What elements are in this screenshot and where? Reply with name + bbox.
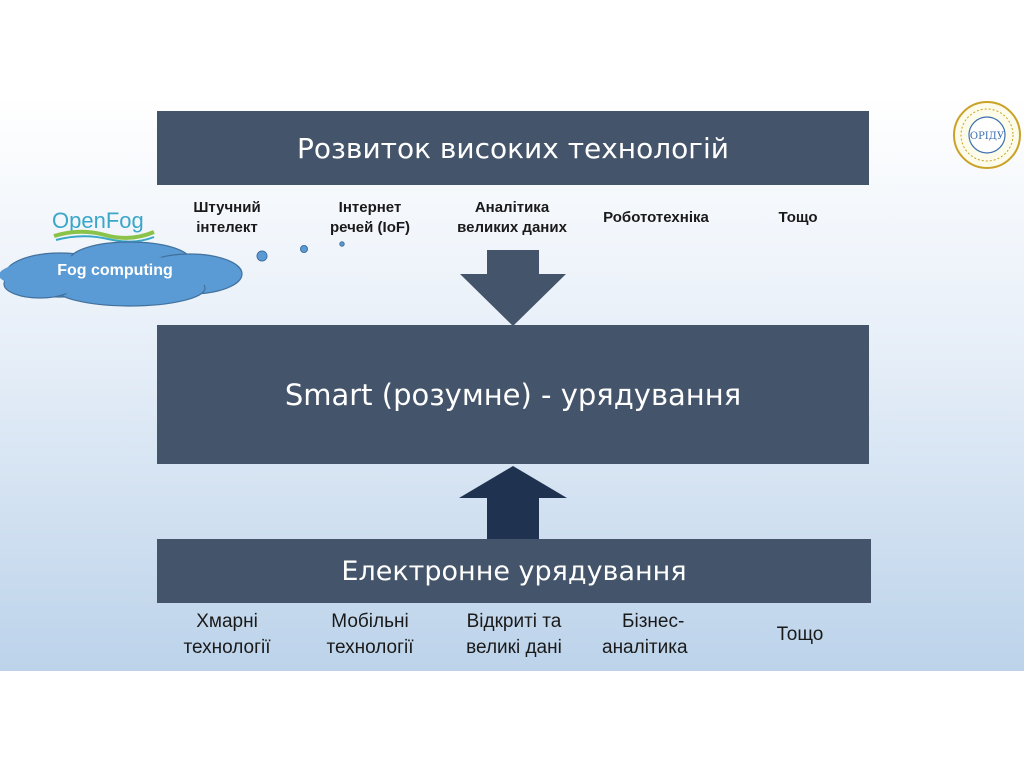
- smart-governance-title: Smart (розумне) - урядування: [284, 377, 742, 412]
- thought-bubble-large: [256, 250, 268, 262]
- top-item-etc: Тощо: [778, 209, 818, 226]
- thought-bubble-small: [339, 241, 345, 247]
- top-item-big-data-analytics: Аналітика великих даних: [457, 199, 567, 236]
- high-tech-development-title: Розвиток високих технологій: [297, 131, 729, 165]
- fog-computing-label: Fog computing: [57, 262, 173, 279]
- up-arrow: [459, 466, 567, 540]
- bottom-item-etc: Тощо: [776, 624, 824, 645]
- cloud-core: [0, 255, 219, 295]
- bottom-item-open-big-data: Відкриті та великі дані: [466, 611, 562, 658]
- e-governance-box: Електронне урядування: [157, 539, 871, 603]
- bottom-item-business-analytics: Бізнес- аналітика: [602, 611, 688, 658]
- top-item-iot: Інтернет речей (IoF): [329, 199, 411, 236]
- bottom-item-mobile-tech: Мобільні технології: [326, 611, 414, 658]
- emblem-text: ОРІДУ: [970, 131, 1005, 142]
- thought-bubble-medium: [300, 245, 308, 253]
- openfog-logo: OpenFog: [52, 208, 155, 243]
- top-item-robotics: Робототехніка: [603, 209, 709, 226]
- openfog-wave: [53, 229, 155, 240]
- high-tech-development-box: Розвиток високих технологій: [157, 111, 869, 185]
- e-governance-title: Електронне урядування: [341, 555, 687, 587]
- bottom-item-cloud-tech: Хмарні технології: [183, 611, 271, 658]
- fog-computing-cloud: [0, 241, 345, 307]
- institute-emblem: ОРІДУ: [953, 101, 1021, 169]
- openfog-logo-text: OpenFog: [52, 208, 144, 233]
- top-item-ai: Штучний інтелект: [193, 199, 261, 236]
- down-arrow: [460, 250, 566, 326]
- smart-governance-box: Smart (розумне) - урядування: [157, 325, 869, 464]
- openfog-wave-2: [55, 235, 155, 243]
